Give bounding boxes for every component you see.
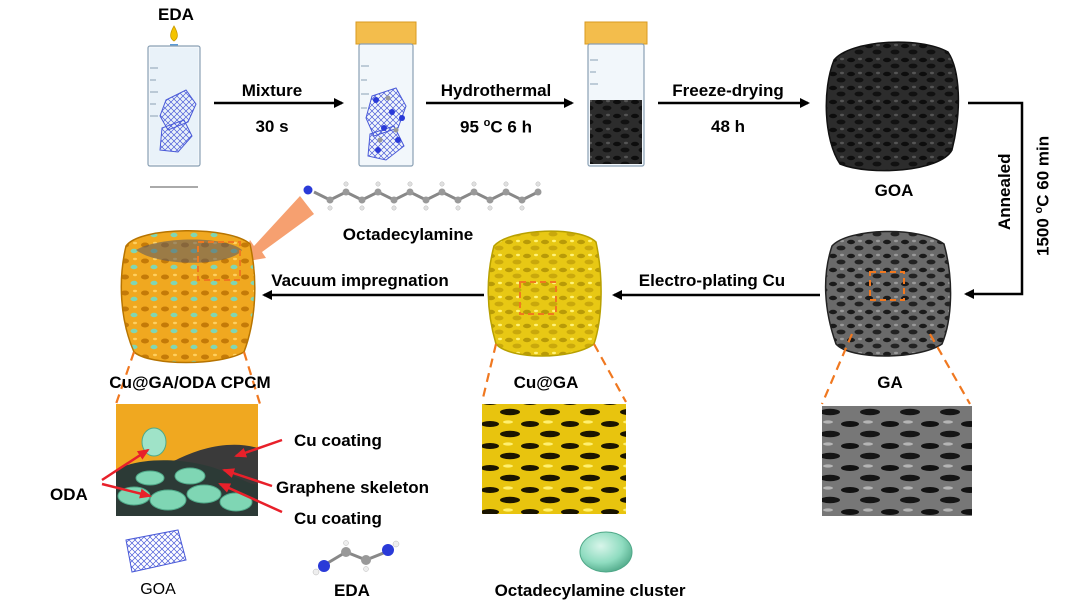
cu-ga-foam [487,230,602,357]
vacuum-impregnation-label: Vacuum impregnation [271,271,449,290]
freeze-drying-label: Freeze-drying [672,81,784,100]
eda-label: EDA [158,5,194,24]
electro-plating-label: Electro-plating Cu [638,271,786,290]
impregnation-wedge-arrow [242,196,314,262]
cpcm-zoom-panel [116,404,258,516]
mixture-label: Mixture [241,81,303,100]
legend-goa-label: GOA [140,581,176,598]
ga-foam [824,230,952,357]
legend-eda-molecule [312,540,400,576]
cu-ga-zoom-panel [482,404,626,514]
annealed-label: Annealed [995,153,1014,230]
oda-label: ODA [50,485,88,504]
callout-arrows [101,438,283,514]
top-arrows [214,98,1024,299]
cpcm-label: Cu@GA/ODA CPCM [109,373,271,392]
goa-aerogel [825,41,960,172]
mixture-time-label: 30 s [255,117,289,136]
legend-oda-cluster [579,531,633,573]
ga-label: GA [877,373,903,392]
beaker-3 [584,21,648,167]
ga-zoom-panel [822,406,972,516]
cu-ga-label: Cu@GA [513,373,579,392]
beaker-1 [147,45,201,188]
legend-cluster-label: Octadecylamine cluster [494,581,686,600]
hydrothermal-label: Hydrothermal [440,81,552,100]
legend-eda-label: EDA [334,581,370,600]
freeze-drying-time: 48 h [710,117,746,136]
hydrothermal-condition: 95 oC 6 h [460,117,532,137]
cu-coating-label-1: Cu coating [294,431,382,450]
cu-coating-label-2: Cu coating [294,509,382,528]
beaker-2 [355,21,417,167]
octadecylamine-label: Octadecylamine [342,225,474,244]
cpcm-composite [120,230,256,364]
zoom-connectors [114,333,971,405]
graphene-skeleton-label: Graphene skeleton [276,478,430,497]
legend-goa-sheet [125,529,187,573]
goa-label: GOA [874,181,914,200]
octadecylamine-molecule [303,181,542,211]
annealing-condition: 1500 oC 60 min [1033,135,1053,256]
